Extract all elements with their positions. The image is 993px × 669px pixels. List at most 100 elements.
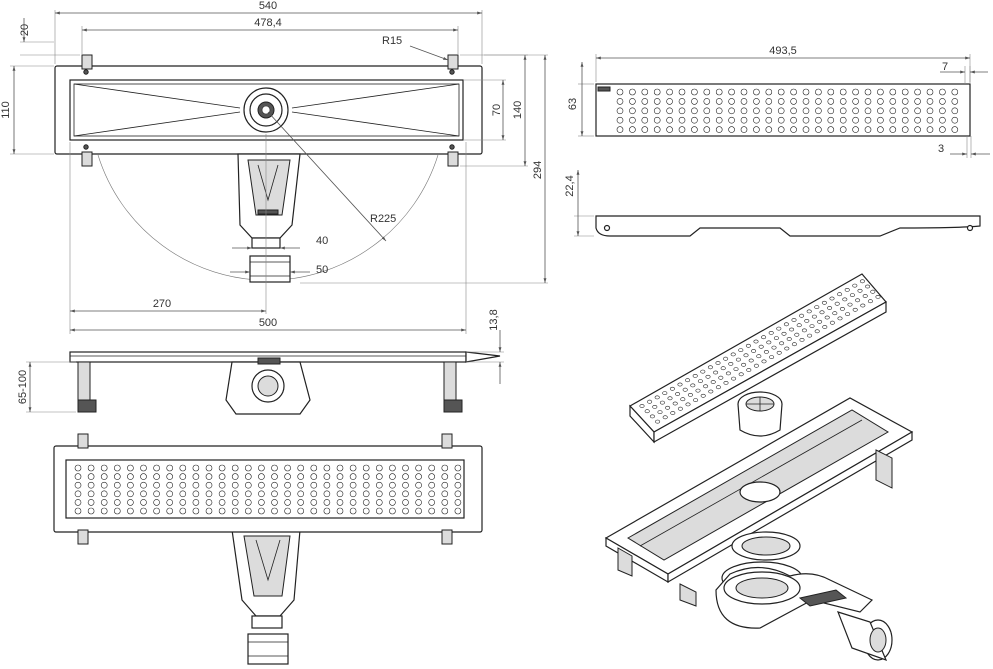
grate-hole bbox=[751, 349, 757, 353]
grate-hole bbox=[153, 499, 160, 506]
grate-hole bbox=[877, 126, 884, 133]
grate-hole bbox=[323, 481, 331, 489]
grate-hole bbox=[297, 481, 305, 489]
grate-hole bbox=[728, 126, 735, 133]
grate-hole bbox=[389, 499, 396, 506]
dim-22-4: 22,4 bbox=[564, 170, 594, 237]
grate-hole bbox=[323, 473, 331, 480]
dim-label-r225: R225 bbox=[370, 213, 396, 225]
grate-hole bbox=[389, 481, 396, 489]
grate-hole bbox=[777, 116, 785, 124]
grate-hole bbox=[166, 464, 173, 472]
isometric-view bbox=[604, 273, 914, 662]
grate-hole bbox=[939, 107, 946, 115]
grate-hole bbox=[860, 303, 866, 308]
grate-hole bbox=[284, 473, 291, 480]
grate-hole bbox=[179, 464, 187, 472]
grate-hole bbox=[728, 116, 735, 124]
grate-hole bbox=[428, 464, 436, 472]
grate-hole bbox=[901, 107, 909, 115]
grate-hole bbox=[864, 116, 872, 124]
grate-hole bbox=[362, 481, 370, 489]
grate-hole bbox=[127, 464, 134, 472]
grate-hole bbox=[362, 499, 370, 506]
grate-hole bbox=[402, 499, 409, 506]
grate-top-view bbox=[595, 83, 971, 137]
grate-hole bbox=[852, 116, 859, 124]
grate-hole bbox=[375, 490, 383, 498]
grate-hole bbox=[100, 490, 108, 498]
grate-hole bbox=[231, 481, 239, 489]
grate-hole bbox=[375, 507, 383, 515]
dim-label-270: 270 bbox=[153, 298, 171, 310]
grate-hole bbox=[839, 107, 847, 115]
grate-hole bbox=[802, 88, 810, 96]
grate-hole bbox=[402, 507, 409, 515]
grate-hole bbox=[74, 507, 82, 515]
grate-hole bbox=[730, 352, 736, 357]
grate-hole bbox=[653, 116, 661, 124]
grate-hole bbox=[657, 410, 663, 415]
grate-hole bbox=[753, 339, 759, 344]
grate-hole bbox=[310, 499, 318, 506]
grate-hole bbox=[284, 507, 291, 515]
grate-hole bbox=[839, 88, 847, 96]
grate-hole bbox=[815, 116, 822, 124]
iso-grate-holes bbox=[639, 279, 881, 424]
grate-hole bbox=[74, 490, 82, 498]
grate-hole bbox=[859, 279, 865, 284]
grate-hole bbox=[641, 98, 649, 105]
grate-hole bbox=[284, 464, 291, 472]
grate-hole bbox=[677, 406, 683, 411]
grate-hole bbox=[258, 499, 265, 506]
dim-493-5: 493,5 bbox=[595, 45, 971, 82]
front-outlet bbox=[247, 633, 289, 665]
grate-hole bbox=[192, 490, 200, 498]
grate-hole bbox=[815, 126, 822, 133]
grate-hole bbox=[756, 354, 762, 359]
grate-hole bbox=[753, 363, 759, 368]
grate-hole bbox=[741, 362, 747, 367]
dim-label-13-8: 13,8 bbox=[488, 309, 500, 330]
grate-hole bbox=[728, 98, 735, 105]
grate-hole bbox=[87, 473, 95, 480]
grate-hole bbox=[127, 481, 134, 489]
grate-hole bbox=[205, 473, 213, 480]
grate-hole bbox=[753, 116, 760, 124]
grate-hole bbox=[914, 107, 921, 115]
dim-label-r15: R15 bbox=[382, 35, 402, 47]
grate-hole bbox=[362, 490, 370, 498]
grate-hole bbox=[740, 107, 748, 115]
grate-hole bbox=[806, 309, 812, 314]
grate-hole bbox=[454, 507, 462, 515]
grate-hole bbox=[837, 292, 843, 297]
dim-label-7: 7 bbox=[942, 61, 948, 73]
grate-hole bbox=[179, 481, 187, 489]
dim-r225: R225 bbox=[267, 111, 396, 242]
grate-holes-right bbox=[616, 88, 959, 133]
grate-hole bbox=[205, 464, 213, 472]
grate-hole bbox=[776, 326, 782, 331]
grate-hole bbox=[100, 464, 108, 472]
grate-hole bbox=[817, 319, 823, 324]
grate-hole bbox=[205, 481, 213, 489]
grate-hole bbox=[639, 404, 645, 408]
grate-hole bbox=[951, 126, 959, 133]
grate-hole bbox=[703, 107, 711, 115]
grate-hole bbox=[666, 107, 673, 115]
grate-hole bbox=[852, 126, 859, 133]
grate-hole bbox=[297, 499, 305, 506]
grate-hole bbox=[738, 348, 744, 353]
grate-hole bbox=[665, 405, 671, 410]
grate-hole bbox=[690, 383, 696, 388]
grate-hole bbox=[258, 473, 265, 480]
grate-hole bbox=[914, 98, 921, 105]
grate-hole bbox=[336, 499, 344, 506]
grate-hole bbox=[926, 107, 934, 115]
grate-hole bbox=[951, 88, 959, 96]
grate-hole bbox=[781, 331, 787, 336]
grate-hole bbox=[867, 299, 873, 304]
grate-hole bbox=[682, 387, 688, 392]
grate-hole bbox=[728, 107, 735, 115]
dim-label-493-5: 493,5 bbox=[769, 45, 797, 57]
